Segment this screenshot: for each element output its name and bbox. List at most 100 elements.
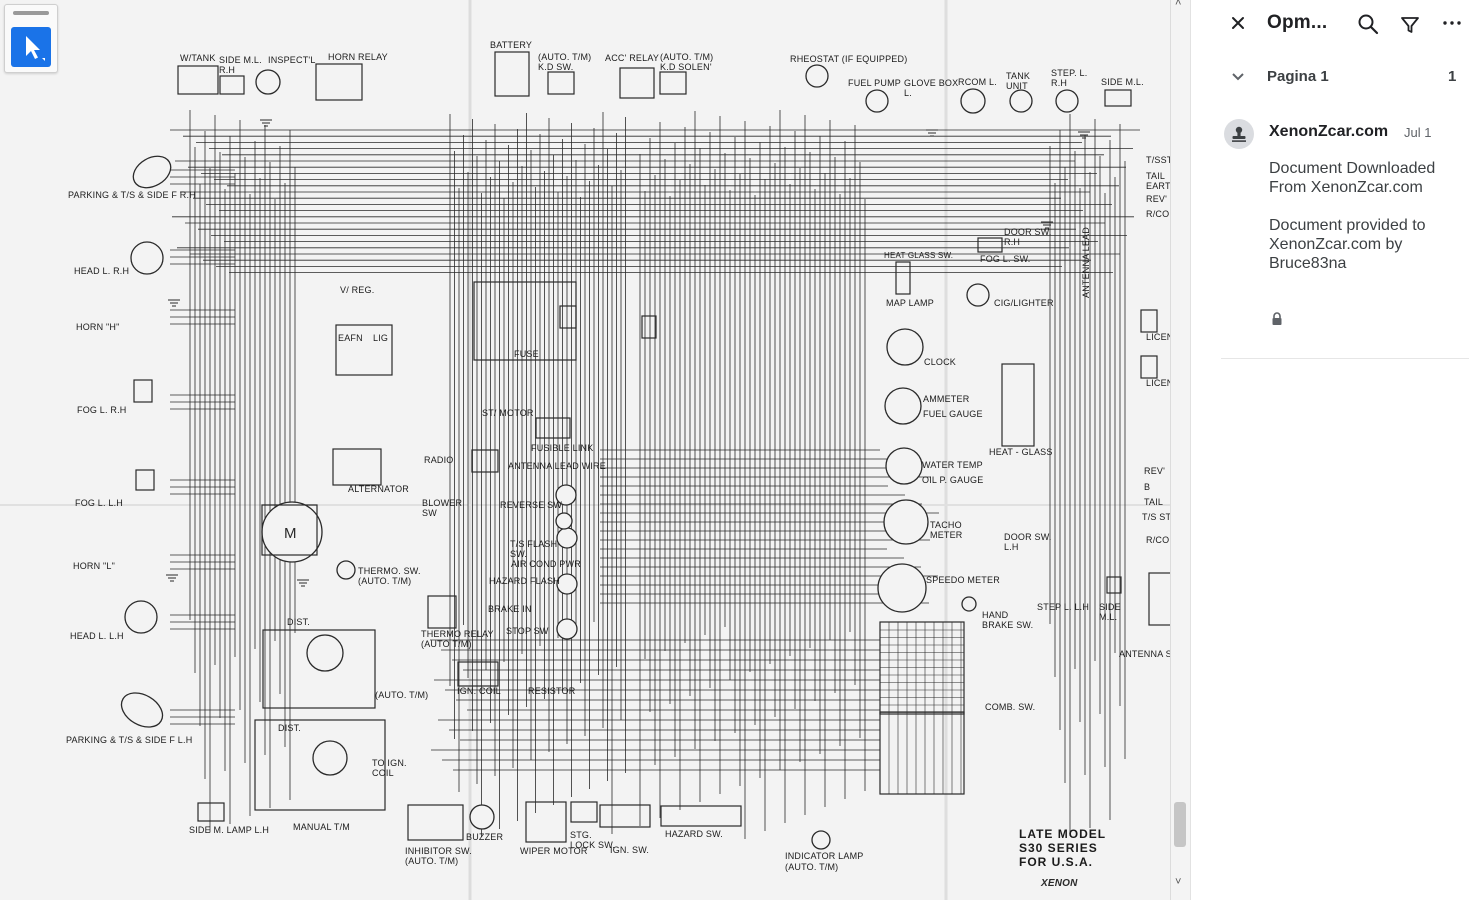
label-manual-tm: MANUAL T/M [293, 822, 351, 832]
page-group-label: Pagina 1 [1267, 68, 1329, 85]
label-oil-p-gauge: OIL P. GAUGE [922, 475, 984, 485]
component-box [1001, 363, 1035, 447]
label-glove-box: GLOVE BOX L. [904, 78, 959, 98]
label-wiper-motor: WIPER MOTOR [520, 846, 588, 856]
scroll-up-arrow-icon[interactable]: ˄ [1175, 0, 1182, 9]
label-rheostat: RHEOSTAT (IF EQUIPPED) [790, 54, 908, 64]
component-symbol [961, 596, 977, 612]
label-fuel-pump: FUEL PUMP [848, 78, 901, 88]
label-tail: TAIL [1146, 171, 1166, 181]
component-symbol [120, 692, 164, 728]
component-box [457, 661, 499, 687]
component-symbol [1055, 89, 1079, 113]
component-symbol [255, 69, 281, 95]
label-stg-lock-sw: STG. LOCK SW. [570, 830, 616, 850]
label-antenna-lead: ANTENNA LEAD [1081, 227, 1091, 298]
component-box [262, 629, 376, 709]
comment-date: Jul 1 [1404, 125, 1432, 140]
label-side-m-lamp-lh: SIDE M. LAMP L.H [189, 825, 270, 835]
label-fusible-link: FUSIBLE LINK [531, 443, 594, 453]
label-thermo-relay: THERMO RELAY (AUTO T/M) [421, 629, 494, 649]
comment-paragraph-2: Document provided to XenonZcar.com by Br… [1269, 217, 1426, 272]
label-antenna-s: ANTENNA S [1119, 649, 1172, 659]
label-v-reg: V/ REG. [340, 285, 375, 295]
label-ign-sw: IGN. SW. [610, 845, 650, 855]
collapse-page-button[interactable] [1224, 63, 1252, 91]
scroll-down-arrow-icon[interactable]: ˅ [1175, 876, 1182, 888]
component-box [599, 804, 651, 828]
component-box [659, 71, 687, 95]
label-indicator-lamp: INDICATOR LAMP (AUTO. T/M) [785, 851, 864, 872]
label-fog-l-rh: FOG L. R.H [77, 405, 127, 415]
component-box [219, 75, 245, 95]
page-group-header[interactable]: Pagina 1 1 [1191, 62, 1469, 92]
search-button[interactable] [1354, 10, 1382, 38]
more-options-button[interactable] [1438, 9, 1466, 37]
label-st-motor: ST/ MOTOR [482, 408, 534, 418]
close-icon [1232, 17, 1244, 29]
component-box [1140, 355, 1158, 379]
document-viewer[interactable]: M BATTERY (AUTO. T/M) K.D SW. ACC' RELAY… [0, 0, 1190, 900]
label-inspect: INSPECT'L [268, 55, 316, 65]
label-reverse-sw: REVERSE SW [500, 500, 563, 510]
close-button[interactable] [1224, 9, 1252, 37]
label-alternator: ALTERNATOR [348, 484, 410, 494]
vertical-scrollbar[interactable]: ˄ ˅ [1170, 0, 1190, 900]
comment-author: XenonZcar.com [1269, 123, 1389, 140]
component-symbol [336, 560, 356, 580]
filter-button[interactable] [1396, 11, 1424, 39]
comments-panel: Opm... Pagina 1 1 [1190, 0, 1469, 900]
component-box [535, 417, 571, 439]
component-box [895, 261, 911, 295]
comment-card[interactable]: XenonZcar.com Jul 1 Document Downloaded … [1221, 112, 1469, 359]
ground-symbol [260, 119, 272, 127]
component-box [977, 237, 1003, 253]
label-hand-brake-sw: HAND BRAKE SW. [982, 610, 1034, 630]
label-brake-in: BRAKE IN [488, 604, 532, 614]
motor-symbol: M [284, 525, 297, 542]
component-box [177, 65, 219, 95]
component-symbol [886, 328, 924, 366]
component-box [525, 801, 567, 843]
label-side-ml-lh: SIDE M.L. [1099, 602, 1121, 622]
component-symbol [306, 634, 344, 672]
component-symbol [811, 830, 831, 850]
label-tsstop: T/SSTO [1146, 155, 1180, 165]
label-heat-glass: HEAT - GLASS [989, 447, 1053, 457]
label-earth: EARTH [1146, 181, 1178, 191]
component-box [547, 71, 575, 95]
component-symbol [312, 740, 348, 776]
component-box [332, 448, 382, 486]
component-symbol [805, 64, 829, 88]
select-tool-button[interactable] [11, 27, 51, 67]
panel-title: Opm... [1267, 12, 1328, 33]
component-box [660, 805, 742, 827]
label-heat-glass-sw: HEAT GLASS SW. [884, 251, 954, 260]
scrollbar-thumb[interactable] [1174, 802, 1186, 847]
page-comment-count: 1 [1448, 68, 1457, 85]
search-icon [1358, 14, 1379, 35]
label-fuel-gauge: FUEL GAUGE [923, 409, 983, 419]
label-step-l-rh: STEP. L. R.H [1051, 68, 1088, 88]
stamp-icon [1232, 126, 1246, 142]
label-tacho-meter: TACHO METER [930, 520, 963, 540]
label-rcom-l: RCOM L. [958, 77, 997, 87]
label-kd-solen: (AUTO. T/M) K.D SOLEN' [660, 52, 714, 72]
drag-handle[interactable] [13, 11, 49, 15]
more-icon [1443, 21, 1461, 25]
component-symbol [883, 499, 929, 545]
label-rev: REV' [1146, 194, 1168, 204]
label-b-2: B [1144, 482, 1151, 492]
tool-palette [4, 4, 58, 73]
label-rcom-2: R/CO [1146, 535, 1170, 545]
label-kd-sw: (AUTO. T/M) K.D SW. [538, 52, 592, 72]
filter-icon [1401, 17, 1419, 33]
component-box [559, 305, 577, 329]
component-box [1140, 309, 1158, 333]
label-air-cond-pwr: AIR COND PWR [511, 559, 581, 569]
component-box [135, 469, 155, 491]
label-fuse: FUSE [514, 349, 539, 359]
component-box [254, 719, 386, 811]
label-w-tank: W/TANK [180, 53, 216, 63]
component-symbol [556, 618, 578, 640]
